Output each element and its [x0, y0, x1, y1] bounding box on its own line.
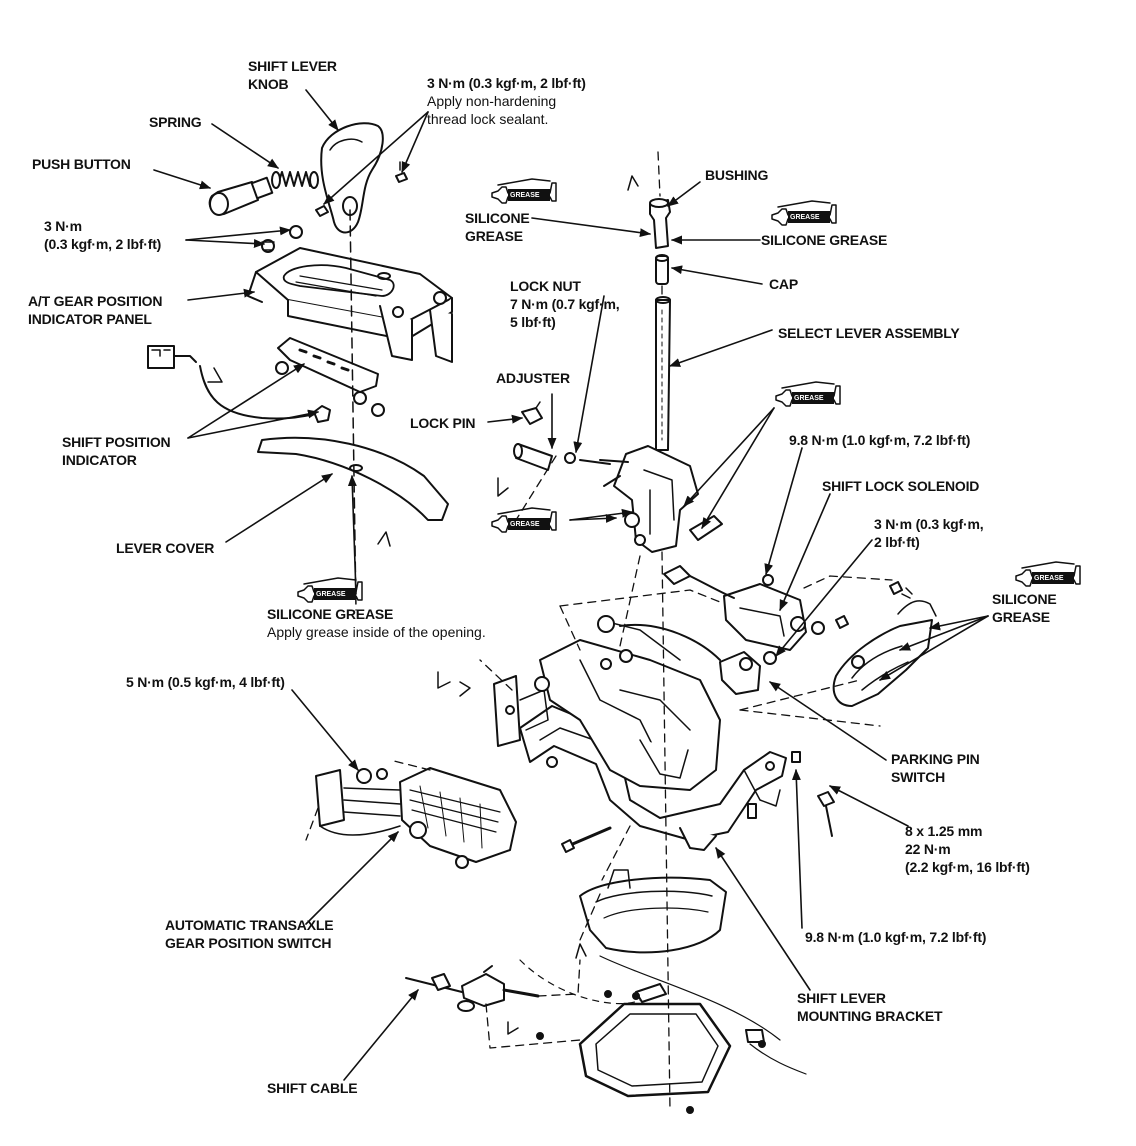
shift-lever-boot-drawing — [579, 869, 727, 954]
label-line: 8 x 1.25 mm — [905, 823, 983, 839]
label-gear-position-switch: AUTOMATIC TRANSAXLE GEAR POSITION SWITCH — [165, 916, 334, 952]
label-torque-knob: 3 N·m (0.3 kgf·m, 2 lbf·ft) Apply non-ha… — [427, 74, 586, 128]
label-line: A/T GEAR POSITION — [28, 293, 163, 309]
label-silicone-grease-bottom: SILICONE GREASE Apply grease inside of t… — [267, 605, 486, 641]
label-line: SILICONE GREASE — [267, 606, 394, 622]
grease-tube-icon — [491, 507, 557, 533]
label-torque-bracket: 9.8 N·m (1.0 kgf·m, 7.2 lbf·ft) — [805, 929, 987, 945]
label-line: thread lock sealant. — [427, 111, 549, 127]
floor-opening-drawing — [519, 955, 807, 1114]
label-lever-cover: LEVER COVER — [116, 540, 215, 556]
shift-cable-drawing — [405, 965, 540, 1012]
label-line: 22 N·m — [905, 841, 951, 857]
label-torque-switch: 5 N·m (0.5 kgf·m, 4 lbf·ft) — [126, 674, 285, 690]
label-line: 5 lbf·ft) — [510, 314, 556, 330]
label-line: SILICONE — [992, 591, 1057, 607]
label-line: PARKING PIN — [891, 751, 980, 767]
leader-lines — [153, 89, 989, 1081]
grease-tube-icon — [771, 200, 837, 226]
label-line: GEAR POSITION SWITCH — [165, 935, 332, 951]
explosion-lines — [305, 151, 893, 1111]
label-spring: SPRING — [149, 114, 202, 130]
shift-position-indicator-drawing — [147, 337, 385, 423]
label-select-lever-assembly: SELECT LEVER ASSEMBLY — [778, 325, 960, 341]
label-line: 2 lbf·ft) — [874, 534, 920, 550]
label-cap: CAP — [769, 276, 798, 292]
label-line: SILICONE — [465, 210, 530, 226]
label-push-button: PUSH BUTTON — [32, 156, 131, 172]
label-shift-cable: SHIFT CABLE — [267, 1080, 358, 1096]
label-parking-pin-switch: PARKING PIN SWITCH — [891, 750, 980, 786]
label-silicone-grease-far: SILICONE GREASE — [992, 590, 1057, 626]
label-torque-small: 3 N·m (0.3 kgf·m, 2 lbf·ft) — [874, 515, 984, 551]
parking-pin-harness-drawing — [832, 581, 937, 707]
cap-drawing — [655, 254, 669, 285]
lock-pin-drawing — [521, 401, 543, 425]
direction-arrows — [207, 175, 639, 1035]
bushing-drawing — [649, 198, 671, 249]
adjuster-drawing — [513, 443, 611, 471]
grease-tube-icon — [491, 178, 557, 204]
grease-tube-icon — [297, 577, 363, 603]
label-line: 7 N·m (0.7 kgf·m, — [510, 296, 620, 312]
label-line: Apply non-hardening — [427, 93, 557, 109]
svg-text:GREASE: GREASE — [316, 591, 346, 598]
spring-drawing — [271, 171, 319, 189]
svg-text:GREASE: GREASE — [1034, 575, 1064, 582]
knob-screws-drawing — [261, 161, 408, 253]
label-line: (2.2 kgf·m, 16 lbf·ft) — [905, 859, 1030, 875]
label-line: INDICATOR — [62, 452, 137, 468]
label-line: SHIFT LEVER — [248, 58, 337, 74]
label-line: AUTOMATIC TRANSAXLE — [165, 917, 334, 933]
label-silicone-grease-right: SILICONE GREASE — [761, 232, 888, 248]
label-silicone-grease-left: SILICONE GREASE — [465, 209, 530, 245]
label-lock-nut: LOCK NUT 7 N·m (0.7 kgf·m, 5 lbf·ft) — [510, 277, 620, 331]
label-line: INDICATOR PANEL — [28, 311, 152, 327]
label-line: 3 N·m — [44, 218, 82, 234]
label-line: (0.3 kgf·m, 2 lbf·ft) — [44, 236, 162, 252]
parking-pin-switch-drawing — [619, 623, 777, 695]
label-shift-lever-knob: SHIFT LEVER KNOB — [248, 57, 337, 93]
select-housing-drawing — [539, 615, 721, 791]
indicator-panel-drawing — [247, 247, 453, 363]
push-button-drawing — [208, 176, 274, 216]
label-line: 3 N·m (0.3 kgf·m, — [874, 516, 984, 532]
label-line: LOCK NUT — [510, 278, 581, 294]
label-torque-panel: 3 N·m (0.3 kgf·m, 2 lbf·ft) — [44, 217, 161, 253]
grease-tube-icon — [775, 381, 841, 407]
select-lever-assembly-drawing — [599, 296, 723, 553]
label-bolt: 8 x 1.25 mm 22 N·m (2.2 kgf·m, 16 lbf·ft… — [905, 822, 1030, 876]
left-bracket-drawing — [493, 675, 550, 747]
knob-axis-line — [349, 209, 357, 611]
label-bushing: BUSHING — [705, 167, 769, 183]
label-line: MOUNTING BRACKET — [797, 1008, 943, 1024]
label-shift-lock-solenoid: SHIFT LOCK SOLENOID — [822, 478, 980, 494]
label-mounting-bracket: SHIFT LEVER MOUNTING BRACKET — [797, 989, 943, 1025]
label-line: GREASE — [992, 609, 1050, 625]
label-line: SHIFT POSITION — [62, 434, 171, 450]
label-lock-pin: LOCK PIN — [410, 415, 476, 431]
gear-position-switch-drawing — [315, 767, 517, 869]
svg-text:GREASE: GREASE — [794, 395, 824, 402]
label-indicator-panel: A/T GEAR POSITION INDICATOR PANEL — [28, 292, 162, 328]
label-adjuster: ADJUSTER — [496, 370, 570, 386]
label-line: Apply grease inside of the opening. — [267, 624, 486, 640]
shift-lever-knob-drawing — [320, 122, 384, 234]
label-line: SWITCH — [891, 769, 946, 785]
label-line: KNOB — [248, 76, 289, 92]
svg-text:GREASE: GREASE — [510, 521, 540, 528]
svg-text:GREASE: GREASE — [510, 192, 540, 199]
svg-text:GREASE: GREASE — [790, 214, 820, 221]
label-shift-position-indicator: SHIFT POSITION INDICATOR — [62, 433, 171, 469]
grease-tube-tags: GREASE GREASE GREASE GREASE GREASE GREAS… — [316, 192, 1064, 598]
label-line: 3 N·m (0.3 kgf·m, 2 lbf·ft) — [427, 75, 586, 91]
label-line: GREASE — [465, 228, 523, 244]
grease-tube-icon — [1015, 561, 1081, 587]
label-torque-solenoid: 9.8 N·m (1.0 kgf·m, 7.2 lbf·ft) — [789, 432, 971, 448]
label-line: SHIFT LEVER — [797, 990, 886, 1006]
long-bolt-drawing — [561, 751, 835, 853]
